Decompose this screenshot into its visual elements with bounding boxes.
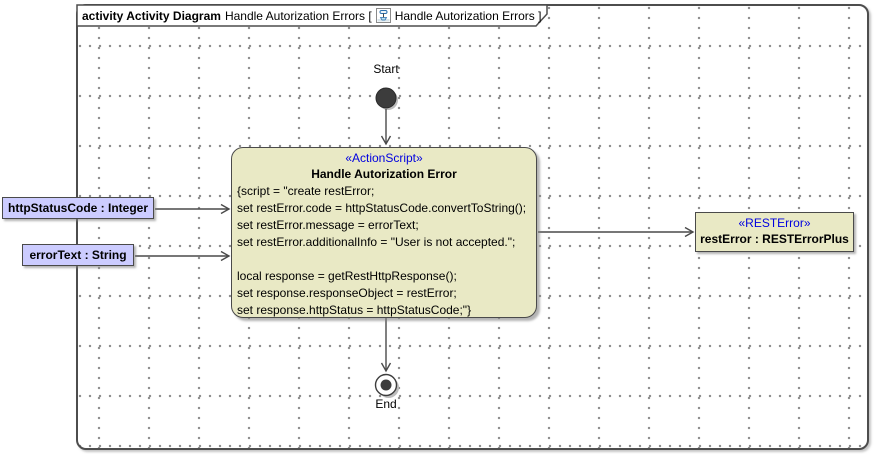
- action-script-line: [237, 251, 531, 268]
- action-title: Handle Autorization Error: [311, 167, 457, 181]
- action-script-line: set restError.code = httpStatusCode.conv…: [237, 201, 527, 215]
- action-script-line: {script = "create restError;: [237, 184, 375, 198]
- action-script-line: set restError.additionalInfo = "User is …: [237, 235, 516, 249]
- object-node-resterror[interactable]: «RESTError» restError : RESTErrorPlus: [695, 212, 854, 252]
- frame-diagram-name: Handle Autorization Errors [: [224, 8, 372, 23]
- end-node-label: End: [375, 397, 397, 411]
- resterror-label: restError : RESTErrorPlus: [700, 232, 849, 246]
- frame-title: activity Activity Diagram Handle Autoriz…: [82, 7, 541, 24]
- action-script-line: set restError.message = errorText;: [237, 218, 419, 232]
- parameter-label: errorText : String: [29, 248, 127, 262]
- parameter-node-errortext[interactable]: errorText : String: [22, 244, 134, 266]
- start-node[interactable]: [375, 87, 397, 109]
- parameter-label: httpStatusCode : Integer: [8, 201, 148, 215]
- end-node-inner: [380, 379, 392, 391]
- start-node-label: Start: [373, 62, 399, 76]
- parameter-node-httpstatuscode[interactable]: httpStatusCode : Integer: [2, 197, 154, 219]
- action-stereotype: «ActionScript»: [345, 151, 423, 165]
- resterror-stereotype: «RESTError»: [738, 216, 811, 230]
- action-script-line: set response.responseObject = restError;: [237, 286, 457, 300]
- action-node-handle-autorization-error[interactable]: «ActionScript» Handle Autorization Error…: [231, 147, 537, 318]
- frame-name-tab[interactable]: [76, 4, 548, 27]
- action-script-line: set response.httpStatus = httpStatusCode…: [237, 303, 472, 317]
- action-script-line: local response = getRestHttpResponse();: [237, 269, 457, 283]
- activity-diagram-icon: [375, 8, 391, 23]
- frame-keyword: activity Activity Diagram: [82, 8, 221, 23]
- frame-ref-name: Handle Autorization Errors ]: [394, 8, 542, 23]
